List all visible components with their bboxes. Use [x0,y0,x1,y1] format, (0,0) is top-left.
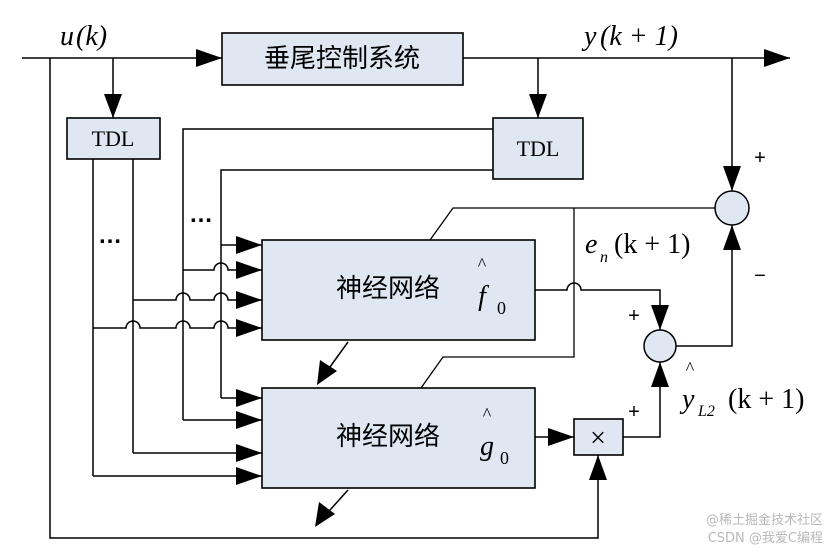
multiplier-block [573,418,624,456]
tdl-right-block [492,117,584,180]
e-arg: (k + 1) [614,229,690,260]
f-out-wire [535,282,661,330]
e-symbol: e [585,229,597,260]
tdl-left-label: TDL [92,126,135,151]
y-symbol: y [581,21,597,52]
f-subscript: 0 [497,298,506,318]
nnf-in-2 [183,262,262,271]
sum-bottom-arrowhead [723,225,741,250]
nng-in-1-arrow [236,389,262,407]
f-hat-symbol: ^ f 0 [478,254,506,318]
nnf-in-4 [93,320,262,329]
nnf-in-3-arrow [236,291,262,309]
estimate-to-error-wire [676,225,733,347]
yl-hat-mark: ^ [686,358,695,378]
nn-g-label: 神经网络 [336,422,440,452]
yl-arg: (k + 1) [728,384,804,415]
f-hat-mark: ^ [478,254,487,274]
g-letter: g [480,431,494,462]
tdl-left-block [66,117,161,160]
sum-top-arrowhead [723,166,741,191]
mult-out-wire [623,362,661,438]
multiplier-symbol: × [590,423,606,454]
nng-train-arrowhead [315,502,335,527]
error-feedback-to-f [429,207,717,241]
plant-label: 垂尾控制系统 [264,44,420,74]
u-symbol: u [60,21,74,52]
yl-subscript: L2 [697,403,715,420]
tdl-right-dots: … [189,201,213,228]
tdl-right-arrowhead [529,94,547,118]
estimate-label: ^ y L2 (k + 1) [679,358,804,420]
tdl-left-dots: … [98,222,122,249]
nn-g-block [261,387,536,489]
g-hat-mark: ^ [483,404,492,424]
sum-minus-sign: − [754,265,766,287]
nn-f-label: 神经网络 [336,274,440,304]
nng-in-4-arrow [236,467,262,485]
sum-plus-sign: + [754,147,766,169]
nnf-in-4-arrow [236,319,262,337]
nnf-in-1-arrow [236,236,262,254]
nng-in-3-arrow [236,444,262,462]
nng-in-2-arrow [236,411,262,429]
output-label: y (k + 1) [581,21,678,52]
e-subscript: n [600,249,608,266]
tdl-right-label: TDL [517,136,560,161]
y-arg: (k + 1) [600,21,678,52]
estimate-sum-node [643,329,677,363]
input-label: u (k) [60,21,107,52]
f-letter: f [478,281,489,312]
error-label: e n (k + 1) [585,229,690,266]
tdl-left-arrowhead [104,94,122,118]
f-out-arrowhead [651,305,669,330]
multiplier-u-arrowhead [589,455,607,480]
u-to-multiplier-wire [49,58,599,539]
error-sum-node [714,190,750,226]
watermark-line2: CSDN @我爱C编程 [708,531,823,546]
u-arg: (k) [76,21,107,52]
mult-out-arrowhead [651,362,669,387]
output-arrowhead [764,49,790,67]
tdl-right-out-1 [182,128,493,420]
tdl-right-out-2 [220,169,493,398]
nnf-in-3 [133,292,262,301]
watermark-line1: @稀土掘金技术社区 [706,512,823,528]
nnf-train-arrowhead [317,360,337,385]
plant-block [221,32,464,86]
yl-symbol: y [679,384,695,415]
nn-f-block [261,239,536,341]
f-plus-sign: + [628,305,640,327]
g-out-arrowhead [548,428,574,446]
g-subscript: 0 [500,448,509,468]
mult-plus-sign: + [628,401,640,423]
input-arrowhead [196,49,222,67]
g-hat-symbol: ^ g 0 [480,404,509,468]
nnf-in-2-arrow [236,261,262,279]
